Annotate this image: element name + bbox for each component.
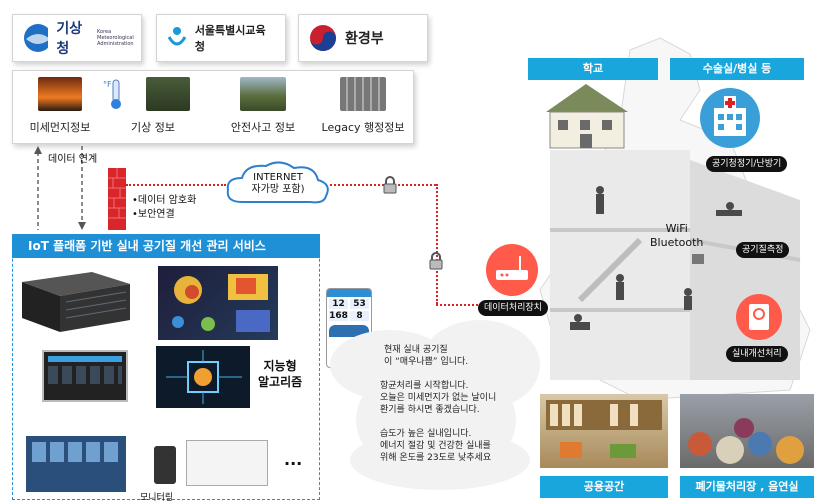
app-value: 12: [329, 299, 348, 309]
info-caption: 안전사고 정보: [230, 121, 296, 134]
dashboard-bar: [48, 356, 122, 362]
kma-logo-icon: [24, 24, 49, 52]
wifi-label: WiFi: [665, 222, 688, 235]
message-line: 습도가 높은 실내입니다.: [380, 429, 472, 439]
indoor-improver-label: 실내개선처리: [726, 346, 788, 362]
taegeuk-logo-icon: [310, 25, 336, 51]
service-title: IoT 플래폼 기반 실내 공기질 개선 관리 서비스: [12, 234, 320, 258]
wireless-label: WiFi Bluetooth: [650, 222, 703, 250]
app-header-bar: [327, 289, 371, 297]
agency-env: 환경부: [298, 14, 428, 62]
control-room-image: [26, 436, 126, 492]
info-legacy: Legacy 행정정보: [315, 77, 411, 135]
bluetooth-label: Bluetooth: [650, 236, 704, 249]
bottom-cut-label: 모니터링: [140, 493, 174, 503]
agency-seoul-edu: 서울특별시교육청: [156, 14, 286, 62]
info-caption: Legacy 행정정보: [321, 121, 405, 134]
app-value: 168: [329, 311, 348, 321]
connection-note: •보안연결: [132, 209, 175, 220]
app-value: 8: [350, 311, 369, 321]
server-rack-icon: [22, 272, 130, 332]
fine-dust-image: [38, 77, 82, 111]
smartphone-image: [154, 446, 176, 484]
info-safety: 안전사고 정보: [213, 77, 313, 135]
message-line: 오늘은 미세먼지가 없는 날이니: [380, 393, 497, 403]
message-line: 위해 온도를 23도로 낮추세요: [380, 453, 492, 463]
link-lock-down: [436, 184, 438, 304]
public-space-image: [540, 394, 668, 468]
tablet-image: [186, 440, 268, 486]
info-caption: 미세먼지정보: [29, 121, 91, 134]
air-sensor-device-icon: [692, 254, 704, 264]
agency-kma: 기상청 Korea Meteorological Administration: [12, 14, 142, 62]
monitor-dashboard-image: [42, 350, 128, 402]
chip-brain-icon: [166, 350, 242, 404]
lock-icon: [383, 176, 397, 194]
hospital-icon: [700, 88, 760, 148]
internet-label: INTERNET 자가망 포함): [230, 172, 326, 196]
agency-name: 기상청: [56, 21, 83, 57]
app-value: 53: [350, 299, 369, 309]
weather-image: [146, 77, 190, 111]
smartphone-app: 12 53 168 8: [326, 288, 372, 368]
data-processor-label: 데이터처리장치: [478, 300, 548, 316]
purifier-label: 공기청정기/난방기: [706, 156, 788, 172]
legacy-server-image: [340, 77, 386, 111]
info-weather: °F 기상 정보: [103, 77, 203, 135]
internet-line1: INTERNET: [253, 172, 303, 183]
message-line: 에너지 절감 및 건강한 실내를: [380, 441, 491, 451]
air-purifier-icon: [736, 294, 782, 340]
data-link-arrows: [34, 146, 86, 230]
heatmap-graphic: [172, 274, 270, 332]
waste-pile-graphic: [688, 418, 804, 464]
dashboard-tiles: [48, 366, 122, 384]
encryption-note: •데이터 암호화: [132, 195, 197, 206]
info-sources-panel: 미세먼지정보 °F 기상 정보 안전사고 정보 Legacy 행정정보: [12, 70, 414, 144]
internet-line2: 자가망 포함): [251, 184, 305, 195]
message-cloud: [350, 430, 530, 490]
control-room-screens: [32, 442, 120, 462]
data-visualization-image: [158, 266, 278, 340]
message-line: 항균처리를 시작합니다.: [380, 381, 469, 391]
message-line: 이 “매우나쁨” 입니다.: [384, 357, 469, 367]
agency-sub: Korea Meteorological Administration: [97, 29, 134, 47]
air-sensor-label: 공기질측정: [736, 242, 790, 258]
link-to-processor: [436, 304, 482, 306]
security-notes: •데이터 암호화 •보안연결: [132, 194, 196, 222]
agency-name: 서울특별시교육청: [194, 24, 266, 53]
thermometer-icon: °F: [103, 79, 121, 109]
router-icon: [486, 244, 538, 296]
waste-tag: 폐기물처리장 , 음연실: [680, 476, 814, 498]
algorithm-label: 지능형 알고리즘: [258, 358, 302, 390]
library-graphic: [546, 400, 662, 458]
lock-icon: [429, 252, 443, 270]
firewall-icon: [108, 168, 126, 230]
link-internet-lock: [330, 184, 436, 186]
algorithm-line2: 알고리즘: [258, 375, 303, 389]
operating-room-tag: 수술실/병실 등: [670, 58, 804, 80]
svg-text:°F: °F: [103, 80, 112, 89]
data-link-label: 데이터 연계: [48, 154, 98, 165]
message-line: 환기를 하시면 좋겠습니다.: [380, 405, 480, 415]
algorithm-line1: 지능형: [263, 359, 297, 373]
more-ellipsis: ...: [284, 450, 303, 469]
safety-image: [240, 77, 286, 111]
waste-facility-image: [680, 394, 814, 468]
link-firewall-internet: [126, 184, 226, 186]
info-caption: 기상 정보: [131, 121, 175, 134]
internet-cloud-icon: [226, 161, 329, 204]
message-line: 현재 실내 공기질: [384, 345, 448, 355]
agency-name: 환경부: [345, 31, 384, 47]
message-cloud: [420, 320, 540, 410]
info-fine-dust: 미세먼지정보: [25, 77, 95, 135]
seoul-edu-logo-icon: [167, 27, 187, 46]
school-building-icon: [546, 84, 628, 149]
public-space-tag: 공용공간: [540, 476, 668, 498]
ai-chip-image: [156, 346, 250, 408]
school-tag: 학교: [528, 58, 658, 80]
